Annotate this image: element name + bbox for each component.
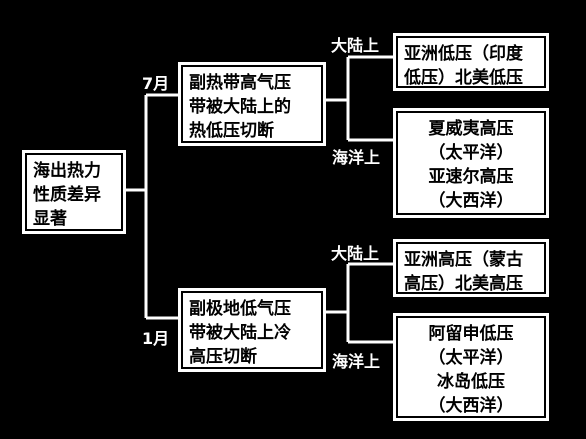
july-ocean-box: 夏威夷高压 （太平洋） 亚速尔高压 （大西洋）	[393, 108, 549, 218]
july-ocean-line: （大西洋）	[428, 191, 514, 211]
july-ocean-label: 海洋上	[332, 148, 381, 167]
july-land-line: 亚洲低压（印度	[404, 44, 523, 64]
july-mid-line: 副热带高气压	[189, 73, 291, 93]
january-mid-line: 高压切断	[189, 347, 257, 367]
root-line: 性质差异	[33, 185, 101, 205]
july-mid-line: 带被大陆上的	[189, 97, 291, 117]
july-land-box: 亚洲低压（印度 低压）北美低压	[393, 33, 549, 91]
january-land-label: 大陆上	[331, 244, 380, 263]
january-mid-box: 副极地低气压 带被大陆上冷 高压切断	[178, 288, 326, 372]
july-ocean-line: （太平洋）	[428, 143, 514, 163]
july-ocean-line: 亚速尔高压	[428, 167, 514, 187]
january-land-line: 亚洲高压（蒙古	[404, 250, 523, 270]
july-ocean-line: 夏威夷高压	[428, 119, 514, 139]
january-land-line: 高压）北美高压	[404, 274, 523, 294]
root-line: 显著	[33, 209, 67, 229]
january-ocean-line: （太平洋）	[428, 348, 514, 368]
january-ocean-line: 冰岛低压	[437, 372, 505, 392]
month-label-january: 1月	[142, 329, 170, 348]
root-box: 海出热力 性质差异 显著	[22, 150, 126, 234]
root-line: 海出热力	[33, 161, 101, 181]
january-mid-line: 带被大陆上冷	[189, 323, 291, 343]
july-mid-box: 副热带高气压 带被大陆上的 热低压切断	[178, 62, 326, 146]
january-ocean-line: 阿留申低压	[428, 324, 514, 344]
january-mid-line: 副极地低气压	[189, 299, 291, 319]
january-ocean-label: 海洋上	[332, 352, 381, 371]
july-land-line: 低压）北美低压	[404, 68, 523, 88]
january-ocean-box: 阿留申低压 （太平洋） 冰岛低压 （大西洋）	[393, 313, 549, 421]
month-label-july: 7月	[142, 74, 170, 93]
january-ocean-line: （大西洋）	[428, 396, 514, 416]
january-land-box: 亚洲高压（蒙古 高压）北美高压	[393, 239, 549, 297]
july-mid-line: 热低压切断	[189, 121, 274, 141]
july-land-label: 大陆上	[331, 36, 380, 55]
